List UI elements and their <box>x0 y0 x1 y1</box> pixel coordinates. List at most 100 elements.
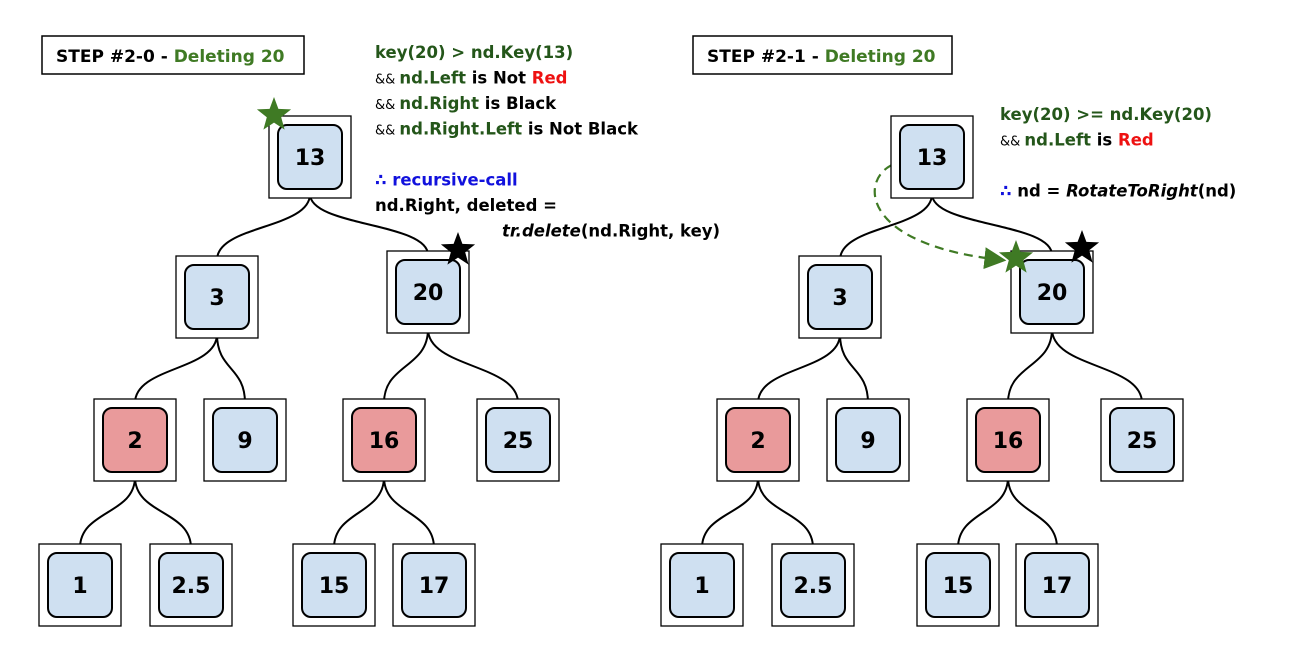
tree-edge <box>757 476 814 549</box>
annotation-segment: Red <box>1118 131 1154 150</box>
annotation-segment: is Black <box>479 94 557 113</box>
tree-edge <box>1051 328 1143 404</box>
tree-node-3: 3 <box>798 255 882 339</box>
node-label: 1 <box>694 574 709 599</box>
annotation-segment: ∴ <box>1000 182 1017 201</box>
tree-edge <box>1007 476 1058 549</box>
node-box <box>158 552 224 618</box>
tree-node-2-5: 2.5 <box>771 543 855 627</box>
black-star-icon <box>1064 230 1100 263</box>
node-box <box>184 264 250 330</box>
tree-node-1: 1 <box>38 543 122 627</box>
node-label: 20 <box>413 281 444 306</box>
tree-edge <box>839 333 869 404</box>
step-title-box: STEP #2-0 - Deleting 20 <box>41 35 305 75</box>
node-box <box>1109 407 1175 473</box>
node-label: 17 <box>419 574 450 599</box>
tree-edge <box>333 476 385 549</box>
node-box <box>277 124 343 190</box>
node-label: 15 <box>943 574 974 599</box>
node-label: 2.5 <box>794 574 833 599</box>
node-label: 9 <box>860 429 875 454</box>
tree-node-15: 15 <box>292 543 376 627</box>
tree-edge <box>427 328 519 404</box>
annotation-segment: nd.Left <box>399 69 466 88</box>
node-box <box>395 259 461 325</box>
tree-edge <box>757 333 841 404</box>
tree-edge <box>1007 328 1053 404</box>
nodes: 13 3 20 2 9 16 25 1 2.5 15 17 <box>660 115 1184 627</box>
markers <box>998 230 1100 273</box>
tree-node-9: 9 <box>203 398 287 482</box>
annotation-segment: nd.Right.Left <box>399 120 522 139</box>
node-label: 25 <box>1127 429 1158 454</box>
annotation-segment: ∴ recursive-call <box>375 171 518 190</box>
tree-edge <box>957 476 1009 549</box>
node-box <box>925 552 991 618</box>
annotation-segment: is Not <box>466 69 532 88</box>
tree-node-15: 15 <box>916 543 1000 627</box>
node-box <box>899 124 965 190</box>
node-label: 3 <box>209 286 224 311</box>
node-box <box>102 407 168 473</box>
edges <box>79 193 519 549</box>
node-label: 16 <box>369 429 400 454</box>
tree-node-20: 20 <box>1010 250 1094 334</box>
node-label: 20 <box>1037 281 1068 306</box>
tree-node-20: 20 <box>386 250 470 334</box>
tree-edge <box>383 476 435 549</box>
tree-node-3: 3 <box>175 255 259 339</box>
annotation-segment: nd.Left <box>1024 131 1091 150</box>
node-label: 9 <box>237 429 252 454</box>
node-label: 25 <box>503 429 534 454</box>
annotation-segment: is Not Black <box>522 120 639 139</box>
condition-annotation: key(20) > nd.Key(13)&& nd.Left is Not Re… <box>375 43 720 241</box>
node-label: 2 <box>750 429 765 454</box>
node-box <box>835 407 901 473</box>
node-box <box>1019 259 1085 325</box>
tree-node-2-5: 2.5 <box>149 543 233 627</box>
node-label: 13 <box>917 146 948 171</box>
node-box <box>301 552 367 618</box>
tree-node-1: 1 <box>660 543 744 627</box>
annotation-segment: Red <box>532 69 568 88</box>
annotation-segment: && <box>1000 135 1024 150</box>
tree-node-16: 16 <box>342 398 426 482</box>
tree-edge <box>134 476 192 549</box>
step-title-prefix: STEP #2-1 - <box>707 47 825 67</box>
annotation-segment: RotateToRight <box>1066 182 1199 201</box>
annotation-segment: tr.delete <box>502 222 581 241</box>
tree-node-25: 25 <box>476 398 560 482</box>
node-box <box>725 407 791 473</box>
step-title-action: Deleting 20 <box>174 47 285 67</box>
tree-node-17: 17 <box>392 543 476 627</box>
annotation-segment: is <box>1091 131 1118 150</box>
tree-node-2: 2 <box>716 398 800 482</box>
tree-node-17: 17 <box>1015 543 1099 627</box>
rotation-arrow <box>873 164 1007 270</box>
tree-edge <box>216 333 246 404</box>
green-star-icon <box>998 240 1034 273</box>
annotation-segment: nd.Right, deleted = <box>375 196 557 215</box>
tree-node-13: 13 <box>890 115 974 199</box>
node-label: 2 <box>127 429 142 454</box>
node-box <box>807 264 873 330</box>
step-title-box: STEP #2-1 - Deleting 20 <box>692 35 953 75</box>
annotation-segment: (nd) <box>1198 182 1237 201</box>
tree-node-9: 9 <box>826 398 910 482</box>
node-box <box>47 552 113 618</box>
node-label: 16 <box>993 429 1024 454</box>
tree-edge <box>701 476 759 549</box>
node-label: 1 <box>72 574 87 599</box>
tree-edge <box>216 193 311 261</box>
node-label: 15 <box>319 574 350 599</box>
node-box <box>975 407 1041 473</box>
node-box <box>1024 552 1090 618</box>
svg-text:STEP #2-0 - Deleting 20: STEP #2-0 - Deleting 20 <box>56 47 285 67</box>
tree-edge <box>309 193 429 256</box>
node-label: 3 <box>832 286 847 311</box>
node-label: 2.5 <box>172 574 211 599</box>
